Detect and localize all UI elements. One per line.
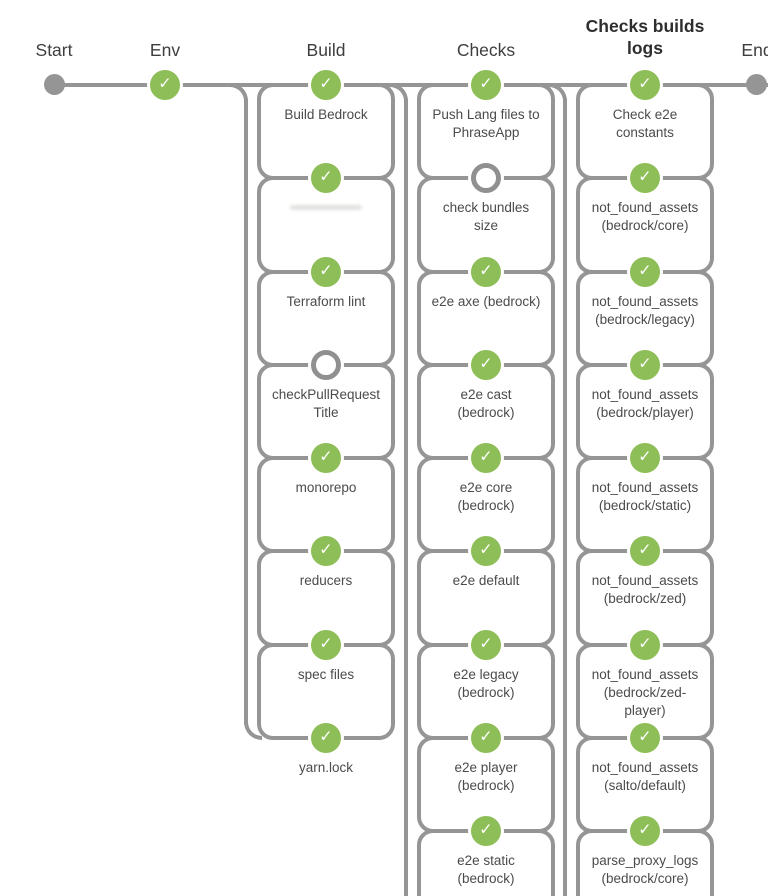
step-node-2-5[interactable]: ✓ [468,533,504,569]
step-node-1-6[interactable]: ✓ [308,627,344,663]
step-node-1-5[interactable]: ✓ [308,533,344,569]
pipeline-start-dot [44,74,65,95]
check-icon: ✓ [479,635,493,653]
step-label: not_found_assets (salto/default) [591,760,699,793]
step-label: e2e axe (bedrock) [431,294,541,309]
split-corner-2 [390,83,408,101]
step-node-3-8[interactable]: ✓ [627,813,663,849]
check-icon: ✓ [319,448,333,466]
split-corner-1 [230,83,248,101]
split-rail-3 [563,99,567,896]
empty-circle-icon[interactable] [471,163,501,193]
step-label: not_found_assets (bedrock/core) [591,200,699,233]
step-node-1-4[interactable]: ✓ [308,440,344,476]
step-label: e2e legacy (bedrock) [453,667,519,700]
step-label: parse_proxy_logs (bedrock/core) [591,853,699,886]
check-icon: ✓ [638,821,652,839]
step-label: e2e default [452,573,520,588]
step-node-2-7[interactable]: ✓ [468,720,504,756]
step-label: reducers [299,573,353,588]
check-icon: ✓ [638,355,652,373]
pipeline-end-dot [746,74,767,95]
step-node-3-0[interactable]: ✓ [627,67,663,103]
step-node-3-3[interactable]: ✓ [627,347,663,383]
step-node-2-4[interactable]: ✓ [468,440,504,476]
step-label: Build Bedrock [284,107,368,122]
split-rail-1 [244,99,248,724]
check-icon: ✓ [319,728,333,746]
step-label: not_found_assets (bedrock/zed) [591,573,699,606]
step-node-3-5[interactable]: ✓ [627,533,663,569]
stage-label-start: Start [35,40,73,60]
check-icon: ✓ [479,728,493,746]
split-rail-2 [404,99,408,896]
check-icon: ✓ [638,728,652,746]
step-node-3-4[interactable]: ✓ [627,440,663,476]
empty-circle-icon[interactable] [311,350,341,380]
step-label: e2e static (bedrock) [457,853,515,886]
step-node-1-7[interactable]: ✓ [308,720,344,756]
step-node-2-2[interactable]: ✓ [468,254,504,290]
stage-label-1: Build [306,40,346,60]
check-icon: ✓ [638,75,652,93]
step-label: Push Lang files to PhraseApp [432,107,540,140]
step-label: check bundles size [442,200,530,233]
step-label: not_found_assets (bedrock/static) [591,480,699,513]
step-node-3-1[interactable]: ✓ [627,160,663,196]
check-icon: ✓ [479,541,493,559]
step-label: not_found_assets (bedrock/player) [591,387,699,420]
check-icon: ✓ [319,168,333,186]
check-icon: ✓ [319,635,333,653]
redacted-step-label [290,205,362,210]
check-icon: ✓ [479,821,493,839]
stage-label-0: Env [149,40,181,60]
step-label: Terraform lint [286,294,366,309]
step-node-3-6[interactable]: ✓ [627,627,663,663]
check-icon: ✓ [479,448,493,466]
step-node-3-7[interactable]: ✓ [627,720,663,756]
step-node-1-1[interactable]: ✓ [308,160,344,196]
step-label: e2e cast (bedrock) [457,387,515,420]
check-icon: ✓ [479,355,493,373]
stage-label-3: Checks builds logs [585,16,705,58]
check-icon: ✓ [479,262,493,280]
pipeline-main-line [55,83,768,87]
stage-label-2: Checks [456,40,516,60]
merge-corner-1 [244,722,262,740]
step-node-3-2[interactable]: ✓ [627,254,663,290]
check-icon: ✓ [638,262,652,280]
step-label: e2e core (bedrock) [457,480,515,513]
split-corner-3 [549,83,567,101]
step-label: spec files [297,667,355,682]
step-node-1-0[interactable]: ✓ [308,67,344,103]
check-icon: ✓ [319,262,333,280]
stage-label-end: End [741,40,768,60]
step-node-2-0[interactable]: ✓ [468,67,504,103]
step-node-2-6[interactable]: ✓ [468,627,504,663]
step-node-0-0[interactable]: ✓ [147,67,183,103]
step-label: Check e2e constants [612,107,678,140]
step-node-2-8[interactable]: ✓ [468,813,504,849]
step-label: not_found_assets (bedrock/legacy) [591,294,699,327]
check-icon: ✓ [638,541,652,559]
check-icon: ✓ [158,75,172,93]
check-icon: ✓ [638,168,652,186]
check-icon: ✓ [319,75,333,93]
step-node-2-3[interactable]: ✓ [468,347,504,383]
step-node-1-2[interactable]: ✓ [308,254,344,290]
step-label: e2e player (bedrock) [454,760,518,793]
check-icon: ✓ [638,448,652,466]
check-icon: ✓ [479,75,493,93]
step-label: checkPullRequest Title [271,387,381,420]
step-label: not_found_assets (bedrock/zed- player) [591,667,699,718]
step-label: yarn.lock [298,760,354,775]
check-icon: ✓ [319,541,333,559]
check-icon: ✓ [638,635,652,653]
step-label: monorepo [295,480,357,495]
